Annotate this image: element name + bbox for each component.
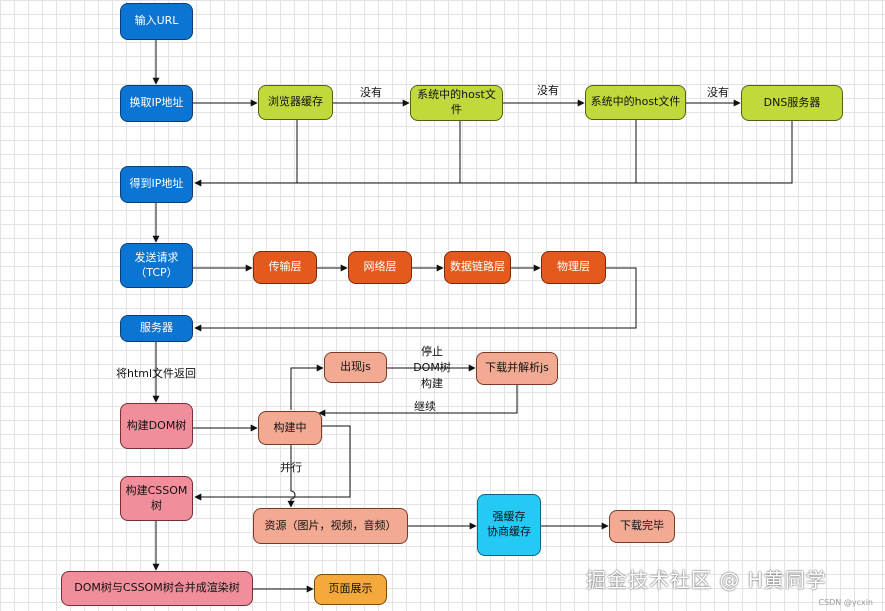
node-js-appears[interactable]: 出现js — [324, 352, 387, 383]
node-send-request[interactable]: 发送请求 （TCP） — [120, 243, 193, 288]
node-server[interactable]: 服务器 — [120, 315, 193, 342]
node-page-display[interactable]: 页面展示 — [314, 574, 387, 605]
node-download-done[interactable]: 下载完毕 — [609, 510, 675, 543]
node-physical-layer[interactable]: 物理层 — [541, 251, 606, 284]
node-build-cssom[interactable]: 构建CSSOM 树 — [120, 476, 193, 521]
label-none-1: 没有 — [360, 86, 382, 99]
node-strong-cache[interactable]: 强缓存 协商缓存 — [477, 494, 541, 556]
edge-physical-to-server — [194, 267, 637, 332]
node-building[interactable]: 构建中 — [258, 411, 322, 445]
csdn-credit: CSDN @ycxin — [818, 598, 873, 607]
edge-building-to-resources — [287, 445, 296, 508]
node-resources[interactable]: 资源（图片，视频，音频） — [253, 508, 408, 544]
label-return-html: 将html文件返回 — [116, 367, 197, 380]
label-stop-dom: 停止 DOM树 构建 — [413, 345, 451, 390]
node-browser-cache[interactable]: 浏览器缓存 — [258, 85, 333, 120]
watermark: 掘金技术社区 @ H黄同学 — [586, 568, 827, 592]
node-system-host-2[interactable]: 系统中的host文件 — [585, 85, 686, 120]
node-render-tree[interactable]: DOM树与CSSOM树合并成渲染树 — [61, 571, 253, 606]
label-none-2: 没有 — [537, 84, 559, 97]
edge-dns-return — [194, 121, 793, 187]
node-input-url[interactable]: 输入URL — [120, 3, 193, 40]
node-download-parse-js[interactable]: 下载并解析js — [476, 352, 558, 385]
edge-building-to-js — [290, 364, 324, 410]
node-network-layer[interactable]: 网络层 — [348, 251, 412, 284]
node-transport-layer[interactable]: 传输层 — [253, 251, 317, 284]
label-continue: 继续 — [414, 400, 436, 413]
node-got-ip[interactable]: 得到IP地址 — [120, 166, 193, 203]
label-parallel: 并行 — [280, 461, 302, 474]
edge-building-to-cssom — [194, 425, 351, 501]
label-none-3: 没有 — [707, 86, 729, 99]
edge-download-continue — [318, 385, 518, 417]
node-system-host-1[interactable]: 系统中的host文 件 — [410, 85, 503, 121]
node-get-ip[interactable]: 换取IP地址 — [120, 85, 193, 122]
node-dns-server[interactable]: DNS服务器 — [741, 85, 843, 121]
node-datalink-layer[interactable]: 数据链路层 — [444, 251, 511, 284]
node-build-dom[interactable]: 构建DOM树 — [120, 403, 193, 449]
